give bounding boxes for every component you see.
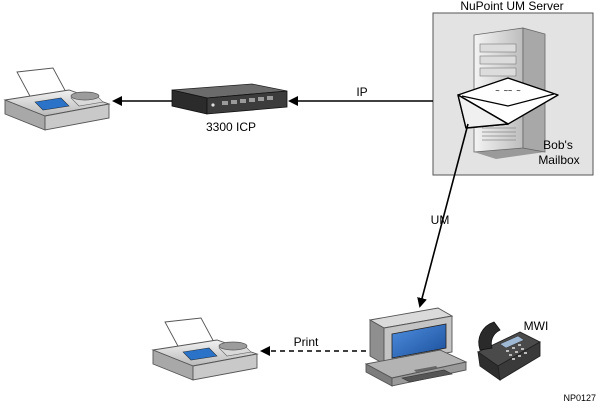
bottom-fax-machine-icon <box>151 317 259 381</box>
server-title: NuPoint UM Server <box>460 0 563 13</box>
network-router-icon <box>171 83 288 115</box>
desk-phone-icon <box>477 321 541 381</box>
desktop-computer-icon <box>364 307 468 387</box>
print-label: Print <box>294 335 319 349</box>
mailbox-label-line2: Mailbox <box>538 153 579 167</box>
um-label: UM <box>431 213 450 227</box>
mwi-label: MWI <box>524 319 549 333</box>
top-fax-machine-icon <box>3 67 111 131</box>
envelope-icon: ~ ~~ ~ <box>457 77 559 129</box>
figure-id: NP0127 <box>563 393 596 403</box>
mailbox-label-line1: Bob's <box>543 138 573 152</box>
nupoint-server-group: NuPoint UM Server ~ ~~ ~ Bob's Mailbox <box>432 0 594 176</box>
ip-label: IP <box>356 85 367 99</box>
envelope-scribble: ~ ~~ ~ <box>495 87 520 95</box>
um-connection-arrow <box>417 123 469 308</box>
icp-label: 3300 ICP <box>206 120 256 134</box>
